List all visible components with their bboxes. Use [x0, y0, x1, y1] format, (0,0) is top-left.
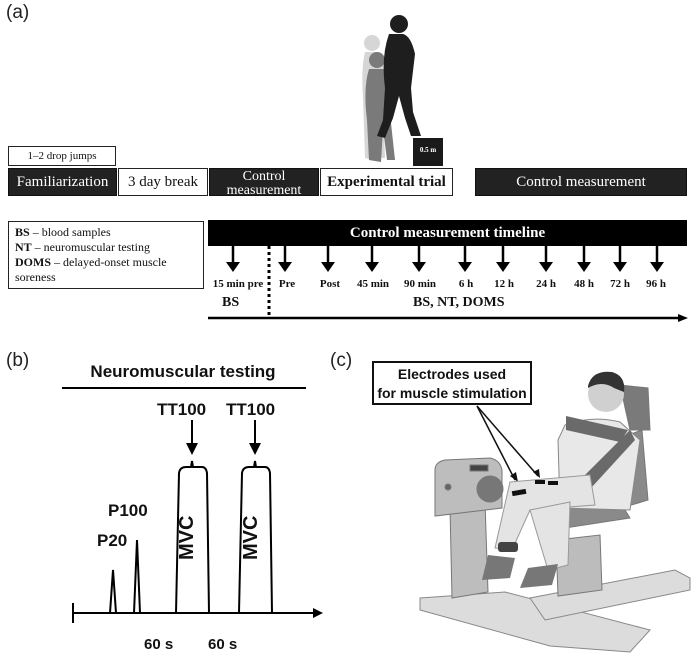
legend-item-nt: NT – neuromuscular testing	[15, 240, 150, 254]
timepoint-24h: 24 h	[536, 278, 556, 290]
interval-label-2: 60 s	[208, 636, 238, 653]
p100-label: P100	[108, 501, 148, 520]
timepoint-15min-pre: 15 min pre	[212, 278, 264, 290]
phase-break: 3 day break	[118, 168, 208, 196]
abbreviation-legend: BS – blood samples NT – neuromuscular te…	[8, 221, 204, 289]
timepoint-48h: 48 h	[574, 278, 594, 290]
timepoint-6h: 6 h	[458, 278, 474, 290]
phase-control-measurement-1: Control measurement	[209, 168, 319, 198]
timepoint-90min: 90 min	[403, 278, 437, 290]
mvc-label-2: MVC	[240, 515, 262, 560]
seated-person	[482, 371, 641, 588]
dynamometer-unit	[434, 457, 504, 599]
callout-line-2: for muscle stimulation	[377, 385, 527, 401]
neuromuscular-testing-title: Neuromuscular testing	[90, 362, 276, 381]
callout-line-1: Electrodes used	[397, 366, 507, 382]
legend-item-doms: DOMS – delayed-onset muscle soreness	[15, 255, 167, 284]
bs-only-label: BS	[222, 295, 240, 310]
phase-control-measurement-2: Control measurement	[475, 168, 687, 196]
panel-a-label: (a)	[6, 2, 30, 23]
title-underline	[62, 387, 306, 389]
drop-jumps-box: 1–2 drop jumps	[8, 146, 116, 166]
neuromuscular-trace	[72, 420, 323, 623]
drop-jump-illustration	[362, 15, 443, 166]
tt100-label-2: TT100	[226, 400, 276, 419]
interval-label-1: 60 s	[144, 636, 174, 653]
timepoint-pre: Pre	[278, 278, 296, 290]
timepoint-45min: 45 min	[356, 278, 390, 290]
timepoint-72h: 72 h	[610, 278, 630, 290]
timeline-arrows	[208, 246, 688, 322]
timepoint-post: Post	[319, 278, 341, 290]
phase-familiarization: Familiarization	[8, 168, 117, 196]
legend-item-bs: BS – blood samples	[15, 225, 111, 239]
drop-box	[413, 138, 443, 166]
panel-c-label: (c)	[330, 350, 353, 371]
bs-nt-doms-label: BS, NT, DOMS	[413, 295, 505, 310]
box-height-label: 0.5 m	[419, 146, 437, 154]
p20-label: P20	[97, 531, 128, 550]
mvc-label-1: MVC	[176, 515, 198, 560]
phase-experimental-trial: Experimental trial	[320, 168, 453, 196]
standing-figure-icon	[377, 15, 421, 138]
base-platform	[419, 569, 691, 653]
dynamometer-illustration	[419, 371, 691, 653]
tt100-label-1: TT100	[157, 400, 207, 419]
timepoint-12h: 12 h	[494, 278, 514, 290]
electrodes-callout: Electrodes used for muscle stimulation	[372, 361, 532, 405]
timeline-title-bar: Control measurement timeline	[208, 220, 687, 246]
timepoint-96h: 96 h	[646, 278, 666, 290]
panel-b-label: (b)	[6, 350, 30, 371]
